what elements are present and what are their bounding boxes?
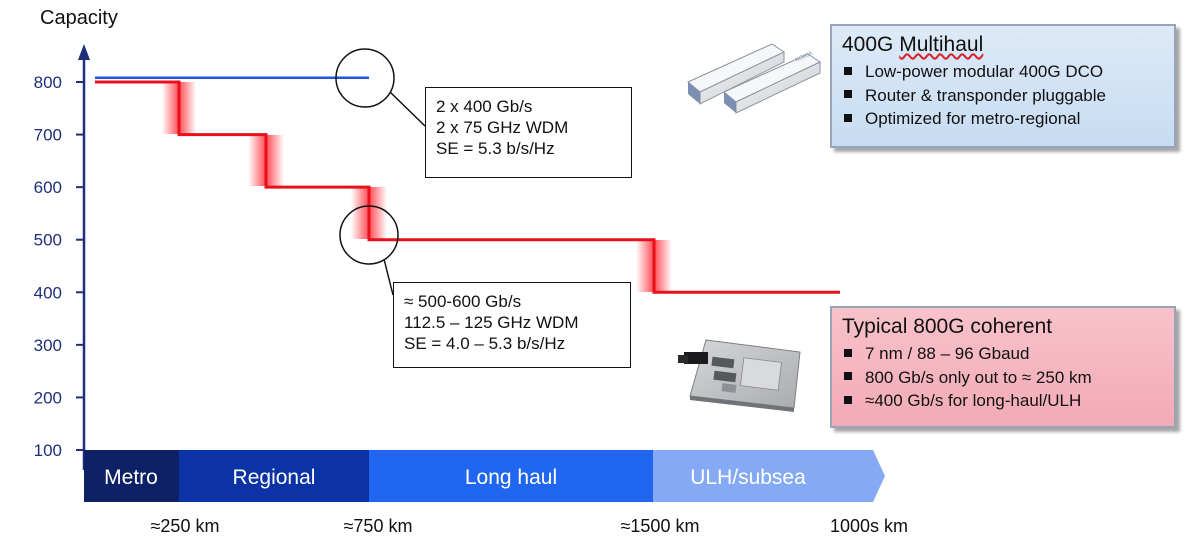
series-line-800g <box>95 80 840 294</box>
info-box-400g-title: 400G Multihaul <box>842 32 1174 58</box>
band-long-haul <box>369 450 653 502</box>
x-tick-label-1500: ≈1500 km <box>621 516 700 536</box>
info-box-400g-title-word: Multihaul <box>899 33 984 56</box>
bullet-text: Low-power modular 400G DCO <box>865 62 1104 81</box>
list-item: 7 nm / 88 – 96 Gbaud <box>844 342 1174 366</box>
x-tick-label-250: ≈250 km <box>151 516 220 536</box>
band-ulh-subsea <box>653 450 885 502</box>
info-box-800g-title: Typical 800G coherent <box>842 315 1053 338</box>
coherent-board-image <box>678 339 801 412</box>
highlight-circle-lower <box>339 205 399 265</box>
y-tick-label: 300 <box>34 336 62 355</box>
band-label-ulh-subsea: ULH/subsea <box>690 466 806 489</box>
y-tick-label: 500 <box>34 231 62 250</box>
callout-lower: ≈ 500-600 Gb/s 112.5 – 125 GHz WDM SE = … <box>393 282 631 368</box>
callout-lower-line-2: 112.5 – 125 GHz WDM <box>404 313 579 332</box>
band-label-metro: Metro <box>104 466 158 489</box>
bullet-icon <box>844 395 852 404</box>
band-metro <box>84 450 179 502</box>
bullet-text: 7 nm / 88 – 96 Gbaud <box>865 344 1030 363</box>
y-axis-title: Capacity <box>40 7 118 29</box>
leader-line-upper <box>389 91 426 127</box>
y-tick-label: 400 <box>34 283 62 302</box>
bullet-text: ≈400 Gb/s for long-haul/ULH <box>865 391 1082 410</box>
bullet-text: Optimized for metro-regional <box>865 109 1081 128</box>
list-item: 800 Gb/s only out to ≈ 250 km <box>844 366 1174 390</box>
x-tick-label-750: ≈750 km <box>344 516 413 536</box>
bullet-icon <box>844 348 852 357</box>
callout-lower-line-3: SE = 4.0 – 5.3 b/s/Hz <box>404 334 566 353</box>
bullet-icon <box>844 66 852 75</box>
band-label-regional: Regional <box>233 466 316 489</box>
highlight-circle-upper <box>335 48 395 108</box>
list-item: ≈400 Gb/s for long-haul/ULH <box>844 389 1174 413</box>
bullet-icon <box>844 372 852 381</box>
callout-upper-line-3: SE = 5.3 b/s/Hz <box>436 139 555 158</box>
band-regional <box>179 450 369 502</box>
callout-upper: 2 x 400 Gb/s 2 x 75 GHz WDM SE = 5.3 b/s… <box>425 87 632 178</box>
list-item: Router & transponder pluggable <box>844 84 1174 108</box>
leader-line-lower <box>383 258 394 296</box>
pluggable-modules-image: NOKIA <box>687 43 822 114</box>
band-label-long-haul: Long haul <box>465 466 557 489</box>
bullet-icon <box>844 90 852 99</box>
y-tick-label: 800 <box>34 73 62 92</box>
list-item: Low-power modular 400G DCO <box>844 60 1174 84</box>
y-axis-arrowhead <box>78 44 90 60</box>
callout-upper-line-2: 2 x 75 GHz WDM <box>436 118 569 137</box>
y-tick-label: 700 <box>34 126 62 145</box>
callout-lower-line-1: ≈ 500-600 Gb/s <box>404 292 522 311</box>
info-box-400g-multihaul: 400G Multihaul Low-power modular 400G DC… <box>830 24 1176 148</box>
y-tick-label: 200 <box>34 388 62 407</box>
y-tick-label: 100 <box>34 441 62 460</box>
list-item: Optimized for metro-regional <box>844 107 1174 131</box>
info-box-800g-coherent: Typical 800G coherent 7 nm / 88 – 96 Gba… <box>830 306 1176 428</box>
bullet-text: Router & transponder pluggable <box>865 85 1106 105</box>
callout-upper-line-1: 2 x 400 Gb/s <box>436 97 533 116</box>
x-tick-label-1000s: 1000s km <box>830 516 908 536</box>
info-box-400g-title-prefix: 400G <box>842 33 900 56</box>
bullet-text: 800 Gb/s only out to ≈ 250 km <box>865 367 1092 387</box>
bullet-icon <box>844 113 852 122</box>
y-tick-label: 600 <box>34 178 62 197</box>
